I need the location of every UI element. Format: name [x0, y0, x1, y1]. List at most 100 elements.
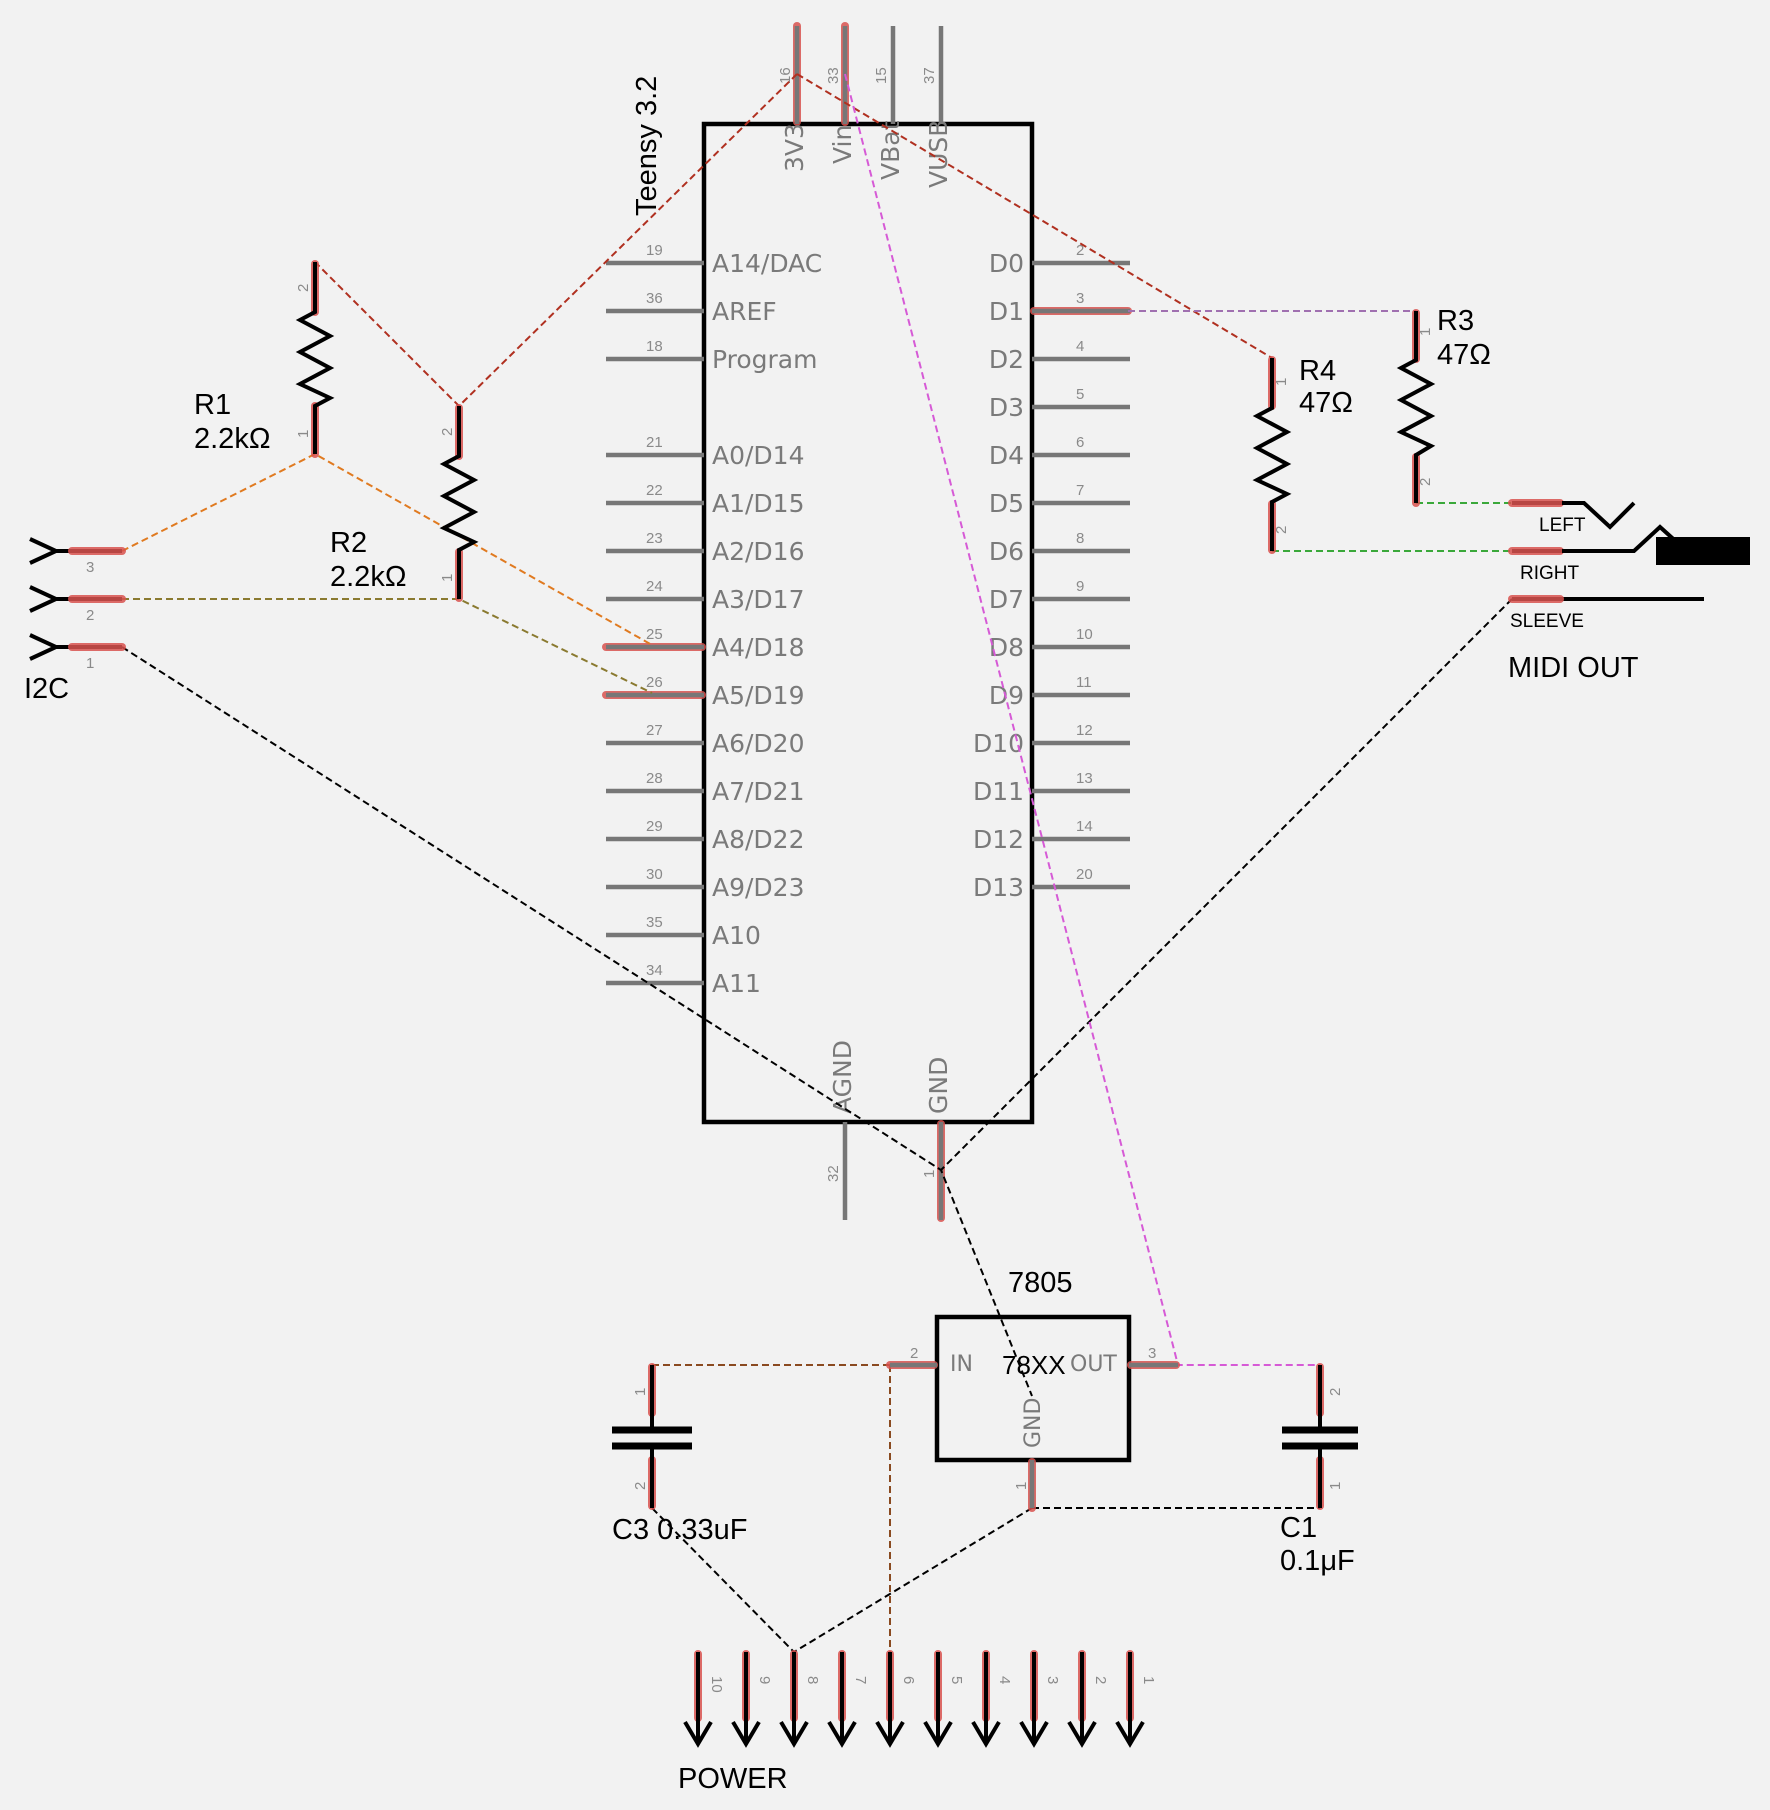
regulator-name: 7805 [1008, 1267, 1073, 1299]
resistor-r1[interactable]: 2 1 R1 2.2kΩ [194, 260, 335, 458]
midi-out-jack[interactable]: LEFT RIGHT SLEEVE MIDI OUT [1508, 499, 1750, 684]
r3-name: R3 [1437, 305, 1474, 337]
wire-scl [122, 598, 653, 694]
teensy-right-pin-label: D6 [989, 537, 1024, 566]
regulator-7805[interactable]: 7805 2 3 1 IN 78XX OUT GND [886, 1267, 1180, 1512]
teensy-left-pin-label: A10 [712, 921, 761, 950]
teensy-right-pin-number: 4 [1076, 338, 1084, 355]
pin-label-gnd: GND [924, 1057, 953, 1114]
regulator-gnd-label: GND [1021, 1398, 1046, 1448]
teensy-right-pin-label: D12 [973, 825, 1024, 854]
teensy-left-pin-number: 21 [646, 434, 663, 451]
resistor-r4[interactable]: 1 2 R4 47Ω [1252, 355, 1353, 554]
power-pin-number: 9 [756, 1676, 773, 1684]
r4-value: 47Ω [1299, 387, 1353, 419]
regulator-out-pin-num: 3 [1148, 1345, 1156, 1362]
power-pin[interactable]: 5 [923, 1650, 965, 1748]
pin-label-vbat: VBat [876, 120, 905, 180]
power-pin[interactable]: 7 [827, 1650, 869, 1748]
power-pin-arrow-icon [971, 1720, 1001, 1748]
i2c-pin3-num: 3 [86, 559, 94, 576]
regulator-in-pin-num: 2 [910, 1345, 918, 1362]
power-pin-number: 3 [1044, 1676, 1061, 1684]
midi-left-label: LEFT [1539, 515, 1586, 536]
teensy-left-pin-number: 36 [646, 290, 663, 307]
power-pin[interactable]: 4 [971, 1650, 1013, 1748]
r2-value: 2.2kΩ [330, 561, 407, 593]
power-pin-number: 6 [900, 1676, 917, 1684]
teensy-right-pin-number: 8 [1076, 530, 1084, 547]
i2c-pin-2[interactable]: 2 [29, 585, 126, 624]
power-pin[interactable]: 10 [683, 1650, 725, 1748]
power-pin-number: 7 [852, 1676, 869, 1684]
capacitor-c1[interactable]: 2 1 C1 0.1μF [1280, 1363, 1358, 1577]
teensy-bottom-pins: 32 1 AGND GND [825, 1040, 953, 1222]
power-pin-arrow-icon [1067, 1720, 1097, 1748]
pin-label-agnd: AGND [828, 1040, 857, 1114]
teensy-left-pin-number: 28 [646, 770, 663, 787]
r3-pin-top: 1 [1417, 328, 1434, 336]
teensy-right-pin-number: 5 [1076, 386, 1084, 403]
teensy-right-pin-number: 7 [1076, 482, 1084, 499]
i2c-pin3-arrow-icon [29, 537, 61, 565]
r1-zigzag [295, 262, 335, 454]
midi-sleeve-label: SLEEVE [1510, 611, 1584, 632]
power-pin[interactable]: 3 [1019, 1650, 1061, 1748]
pin-label-3v3: 3V3 [780, 123, 809, 172]
teensy-left-pin-number: 24 [646, 578, 663, 595]
resistor-r3[interactable]: 1 2 R3 47Ω [1396, 305, 1491, 507]
teensy-right-pins: 2D03D14D25D36D47D58D69D710D811D912D1013D… [973, 242, 1132, 902]
pin-num-vusb: 37 [921, 67, 938, 84]
wire-vin-out [844, 73, 1320, 1366]
pin-num-agnd: 32 [825, 1165, 842, 1182]
wire-i2c-gnd [121, 646, 1033, 1397]
power-pin-number: 4 [996, 1676, 1013, 1684]
midi-right-label: RIGHT [1520, 563, 1580, 584]
teensy-left-pin-number: 29 [646, 818, 663, 835]
teensy-right-pin-number: 14 [1076, 818, 1093, 835]
capacitor-c3[interactable]: 1 2 C3 0.33uF [612, 1363, 747, 1546]
regulator-gnd-pin-num: 1 [1013, 1482, 1030, 1490]
power-pin-arrow-icon [1115, 1720, 1145, 1748]
teensy-right-pin-number: 3 [1076, 290, 1084, 307]
teensy-right-pin-number: 12 [1076, 722, 1093, 739]
i2c-connector[interactable]: 3 2 1 I2C [24, 537, 126, 705]
i2c-pin1-num: 1 [86, 655, 94, 672]
r4-pin-top: 1 [1273, 378, 1290, 386]
r3-pin-bottom: 2 [1417, 478, 1434, 486]
regulator-in-label: IN [950, 1352, 973, 1377]
power-pin-number: 5 [948, 1676, 965, 1684]
teensy-right-pin-number: 6 [1076, 434, 1084, 451]
i2c-label: I2C [24, 673, 69, 705]
teensy-left-pin-number: 23 [646, 530, 663, 547]
teensy-right-pin-label: D2 [989, 345, 1024, 374]
midi-right-contact [1562, 524, 1682, 553]
teensy-left-pin-label: A8/D22 [712, 825, 805, 854]
r2-pin-bottom: 1 [439, 574, 456, 582]
teensy-right-pin-number: 9 [1076, 578, 1084, 595]
teensy-body [701, 121, 1035, 1125]
r1-pin-bottom: 1 [295, 430, 312, 438]
r1-name: R1 [194, 389, 231, 421]
i2c-pin-3[interactable]: 3 [29, 537, 126, 576]
power-pin[interactable]: 6 [875, 1650, 917, 1748]
teensy-left-pin-number: 19 [646, 242, 663, 259]
power-pin[interactable]: 9 [731, 1650, 773, 1748]
teensy-left-pin-label: A4/D18 [712, 633, 805, 662]
pin-num-3v3: 16 [777, 67, 794, 84]
i2c-pin-1[interactable]: 1 [29, 633, 126, 672]
power-pin[interactable]: 2 [1067, 1650, 1109, 1748]
power-pin[interactable]: 1 [1115, 1650, 1157, 1748]
teensy-left-pin-number: 35 [646, 914, 663, 931]
pin-num-vin: 33 [825, 67, 842, 84]
power-pin-arrow-icon [779, 1720, 809, 1748]
c1-pin-bottom: 1 [1327, 1482, 1344, 1490]
power-pin-number: 2 [1092, 1676, 1109, 1684]
teensy-left-pin-label: A3/D17 [712, 585, 805, 614]
teensy-right-pin-label: D4 [989, 441, 1024, 470]
midi-jack-body [1656, 537, 1750, 565]
power-pin[interactable]: 8 [779, 1650, 821, 1748]
resistor-r2[interactable]: 2 1 R2 2.2kΩ [330, 404, 479, 602]
